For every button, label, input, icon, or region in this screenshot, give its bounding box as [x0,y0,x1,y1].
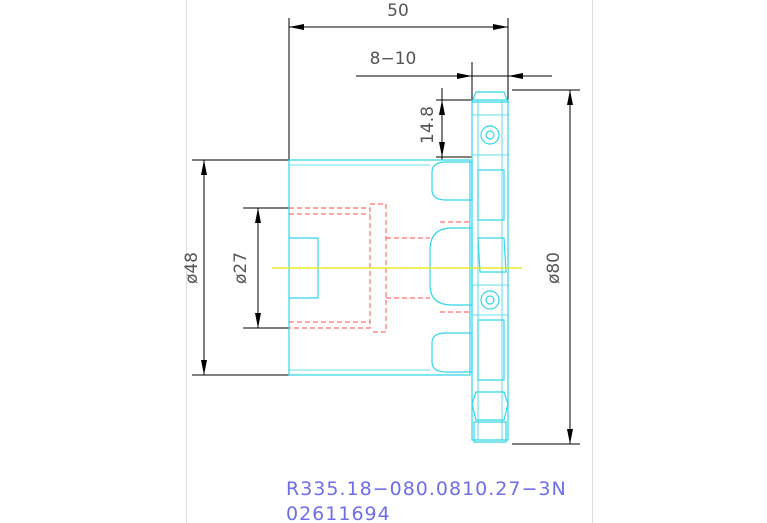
dimension-tooth-range-label: 8−10 [370,49,417,69]
dimension-height-small-label: 14.8 [418,106,438,144]
dimension-tooth-range: 8−10 [356,49,552,100]
order-code: 02611694 [286,503,391,523]
dimension-length: 50 [288,1,509,162]
dimension-bore-inner: ø27 [231,207,289,329]
dimension-bore-inner-label: ø27 [231,252,251,284]
dimension-height-small: 14.8 [418,88,472,160]
frame-left-border [186,0,187,523]
dimension-length-label: 50 [387,1,409,21]
dimension-bore-outer: ø48 [182,159,289,376]
dimension-bore-outer-label: ø48 [182,252,202,284]
part-number: R335.18−080.0810.27−3N [286,478,567,500]
dimension-cutter-diameter-label: ø80 [544,252,564,284]
frame-right-border [592,0,593,523]
tool-body-outline [288,91,509,443]
dimension-cutter-diameter: ø80 [512,89,580,445]
